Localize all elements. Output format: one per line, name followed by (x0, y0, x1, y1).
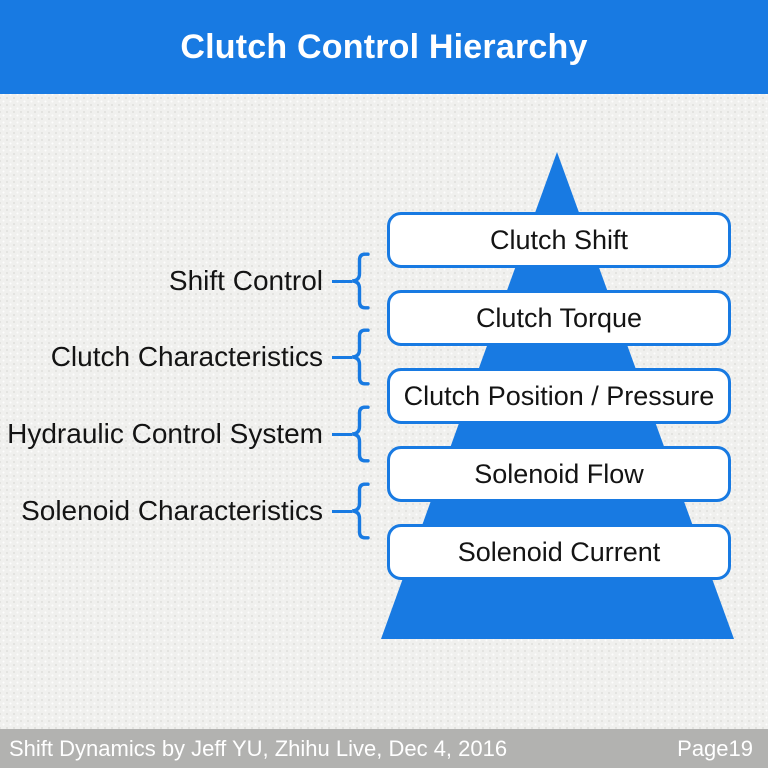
group-label: Hydraulic Control System (7, 418, 323, 449)
level-box-label: Solenoid Flow (474, 458, 644, 489)
group-label: Clutch Characteristics (50, 341, 323, 372)
level-box-clutch-shift: Clutch Shift (387, 212, 731, 268)
curly-brace-icon (352, 405, 370, 463)
curly-brace-icon (352, 252, 370, 310)
curly-brace-icon (352, 328, 370, 386)
connector-line (332, 432, 352, 436)
label-group-solenoid-characteristics: Solenoid Characteristics (0, 482, 370, 540)
group-label: Shift Control (168, 265, 323, 296)
slide-title: Clutch Control Hierarchy (180, 27, 588, 66)
level-box-label: Clutch Shift (489, 224, 629, 255)
connector-line (332, 279, 352, 283)
footer-page-number: Page19 (677, 735, 753, 761)
footer-bar: Shift Dynamics by Jeff YU, Zhihu Live, D… (0, 729, 768, 768)
level-box-solenoid-flow: Solenoid Flow (387, 446, 731, 502)
title-bar: Clutch Control Hierarchy (0, 0, 768, 94)
label-group-clutch-characteristics: Clutch Characteristics (0, 328, 370, 386)
level-box-label: Solenoid Current (457, 536, 661, 567)
connector-line (332, 355, 352, 359)
group-label: Solenoid Characteristics (21, 495, 323, 526)
level-box-clutch-torque: Clutch Torque (387, 290, 731, 346)
level-box-label: Clutch Position / Pressure (403, 380, 715, 411)
level-box-label: Clutch Torque (475, 302, 643, 333)
curly-brace-icon (352, 482, 370, 540)
connector-line (332, 509, 352, 513)
label-group-shift-control: Shift Control (0, 252, 370, 310)
level-box-clutch-position-pressure: Clutch Position / Pressure (387, 368, 731, 424)
footer-credit: Shift Dynamics by Jeff YU, Zhihu Live, D… (9, 735, 508, 761)
label-group-hydraulic-control-system: Hydraulic Control System (0, 405, 370, 463)
level-box-solenoid-current: Solenoid Current (387, 524, 731, 580)
